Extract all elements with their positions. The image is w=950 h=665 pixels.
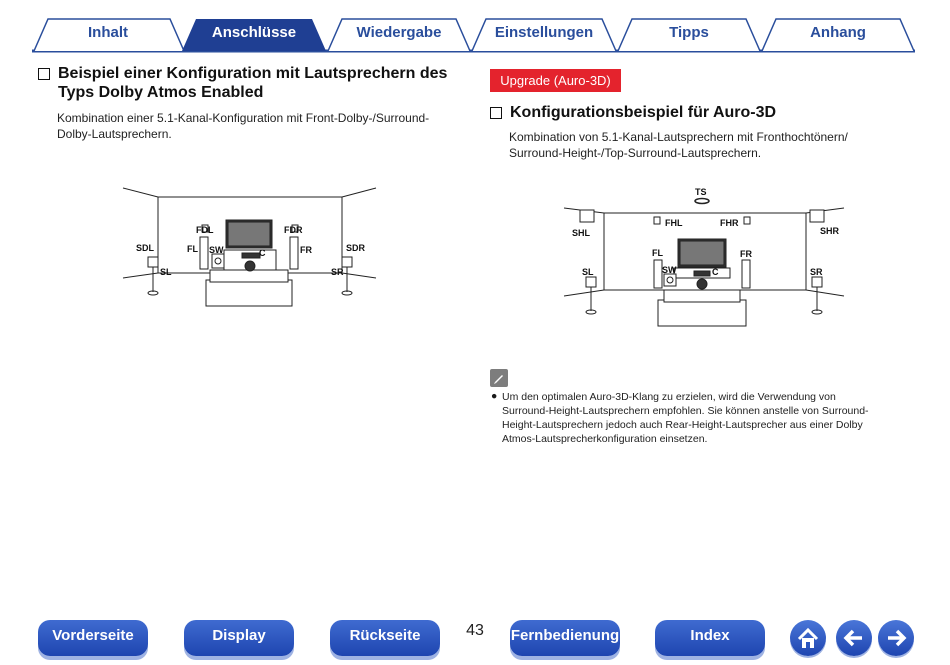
vorderseite-button[interactable]: Vorderseite xyxy=(38,620,148,656)
left-text-line1: Kombination einer 5.1-Kanal-Konfiguratio… xyxy=(57,111,430,125)
arrow-left-icon xyxy=(843,629,862,647)
tab-anschluesse[interactable]: Anschlüsse xyxy=(211,24,297,41)
label-sr: SR xyxy=(810,267,823,277)
tab-wiedergabe[interactable]: Wiedergabe xyxy=(356,24,442,41)
label-sw: SW xyxy=(209,245,224,255)
label-sdr: SDR xyxy=(346,243,366,253)
forward-button[interactable] xyxy=(878,620,914,656)
back-button[interactable] xyxy=(836,620,872,656)
note-line: Atmos-Lautsprecherkonfiguration einsetze… xyxy=(502,433,708,445)
checkbox-bullet-icon xyxy=(38,68,50,80)
fernbedienung-button[interactable]: Fernbedienung xyxy=(510,620,620,656)
label-sl: SL xyxy=(160,267,172,277)
pencil-note-icon xyxy=(490,369,508,387)
right-text-line2: Surround-Height-/Top-Surround-Lautsprech… xyxy=(509,146,762,160)
label-sl: SL xyxy=(582,267,594,277)
label-fr: FR xyxy=(300,245,312,255)
note-bullet: ● xyxy=(491,390,498,402)
note-text: Um den optimalen Auro-3D-Klang zu erziel… xyxy=(502,390,902,446)
label-fl: FL xyxy=(652,248,663,258)
home-icon xyxy=(797,627,819,648)
display-button[interactable]: Display xyxy=(184,620,294,656)
note-line: Surround-Height-Lautsprechern empfohlen.… xyxy=(502,405,869,417)
label-sw: SW xyxy=(662,265,677,275)
checkbox-bullet-icon xyxy=(490,107,502,119)
label-fdr: FDR xyxy=(284,225,303,235)
arrow-right-icon xyxy=(888,629,907,647)
label-c: C xyxy=(259,248,266,258)
label-fdl: FDL xyxy=(196,225,214,235)
left-heading-line1: Beispiel einer Konfiguration mit Lautspr… xyxy=(58,65,448,82)
label-fhl: FHL xyxy=(665,218,683,228)
label-fl: FL xyxy=(187,244,198,254)
left-heading-line2: Typs Dolby Atmos Enabled xyxy=(58,84,264,101)
index-button[interactable]: Index xyxy=(655,620,765,656)
note-line: Height-Lautsprechern jedoch auch Rear-He… xyxy=(502,419,863,431)
label-ts: TS xyxy=(695,187,707,197)
label-fhr: FHR xyxy=(720,218,739,228)
label-c: C xyxy=(712,267,719,277)
tab-anhang[interactable]: Anhang xyxy=(810,24,866,41)
tab-inhalt[interactable]: Inhalt xyxy=(88,24,128,41)
label-shl: SHL xyxy=(572,228,591,238)
home-button[interactable] xyxy=(790,620,826,656)
tab-einstellungen[interactable]: Einstellungen xyxy=(494,24,594,41)
label-sr: SR xyxy=(331,267,344,277)
tab-tipps[interactable]: Tipps xyxy=(669,24,709,41)
right-heading: Konfigurationsbeispiel für Auro-3D xyxy=(510,104,777,121)
page-number: 43 xyxy=(466,622,484,639)
upgrade-badge: Upgrade (Auro-3D) xyxy=(490,69,621,92)
dolby-atmos-speaker-diagram: FDL FDR SDL SDR FL FR SW C SL SR xyxy=(122,187,377,307)
label-sdl: SDL xyxy=(136,243,155,253)
rueckseite-button[interactable]: Rückseite xyxy=(330,620,440,656)
note-line: Um den optimalen Auro-3D-Klang zu erziel… xyxy=(502,391,836,403)
label-shr: SHR xyxy=(820,226,840,236)
tab-bar-shapes xyxy=(32,18,915,53)
top-tab-bar: Inhalt Anschlüsse Wiedergabe Einstellung… xyxy=(0,0,950,56)
left-text-line2: Dolby-Lautsprechern. xyxy=(57,127,172,141)
auro-3d-speaker-diagram: TS FHL FHR SHL SHR FL FR SW C SL SR xyxy=(563,187,845,327)
label-fr: FR xyxy=(740,249,752,259)
right-text-line1: Kombination von 5.1-Kanal-Lautsprechern … xyxy=(509,130,848,144)
